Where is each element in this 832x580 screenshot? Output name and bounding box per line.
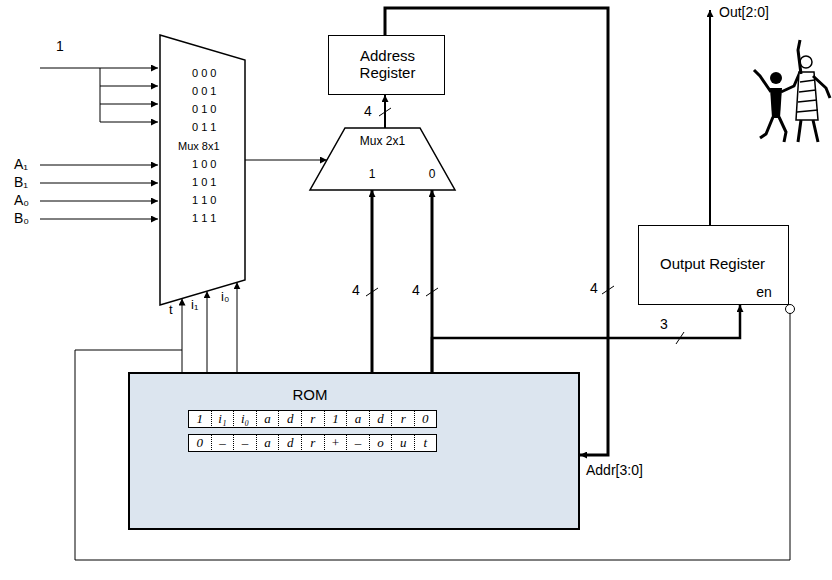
connector (371, 190, 374, 372)
bus-width: 4 (412, 282, 420, 298)
node-text: 1 0 0 (192, 158, 216, 171)
dancer-leg (760, 117, 773, 138)
input-wire (40, 201, 158, 202)
node-text: 1 (362, 168, 382, 182)
signal-name: Addr[3:0] (586, 462, 643, 478)
bus-width: 4 (590, 280, 598, 296)
node-text: Mux 2x1 (340, 135, 425, 149)
output-register: Output Register en (638, 225, 789, 305)
dancer-arm (813, 76, 830, 98)
bus-width: 4 (352, 282, 360, 298)
node-text: en (751, 284, 777, 300)
node-text: 0 (422, 168, 442, 182)
table-cell: d (278, 434, 301, 452)
mux-8x1: 0 0 0 0 0 1 0 1 0 0 1 1 Mux 8x1 1 0 0 1 0 1 1 1… (160, 35, 245, 305)
node-text: 1 0 1 (192, 176, 216, 189)
bus-width: 3 (660, 316, 668, 332)
table-cell: a (346, 410, 369, 428)
connector (207, 291, 208, 372)
mux-shape (310, 128, 455, 190)
signal-name: A₁ (14, 156, 28, 172)
connector (182, 299, 183, 372)
table-cell: 0 (188, 434, 211, 452)
table-cell: i₁ (211, 410, 234, 428)
table-cell: r (391, 410, 414, 428)
dancer-arm (798, 40, 801, 74)
dancer-arm (781, 72, 800, 92)
signal-name: t (169, 303, 173, 318)
table-cell: + (324, 434, 347, 452)
node-text: Output Register (643, 255, 782, 272)
output-wire (709, 10, 711, 225)
connector (432, 305, 740, 372)
dancer-head (800, 56, 812, 68)
table-cell: – (233, 434, 256, 452)
table-cell: – (211, 434, 234, 452)
bus-width: 4 (364, 103, 372, 119)
connector (75, 314, 790, 561)
address-register: Address Register (328, 35, 445, 95)
table-cell: d (369, 410, 392, 428)
dancer-arm (754, 70, 771, 92)
table-cell: a (256, 434, 279, 452)
node-text: 0 0 0 (192, 67, 216, 80)
table-cell: 0 (414, 410, 437, 428)
inverting-bubble (786, 305, 795, 314)
table-cell: – (346, 434, 369, 452)
table-cell: 1 (324, 410, 347, 428)
input-wires (40, 68, 158, 219)
table-cell: i₀ (233, 410, 256, 428)
signal-name: i₁ (191, 298, 198, 313)
dancer-leg (779, 117, 786, 142)
connector (384, 95, 386, 128)
node-text: 1 1 1 (192, 212, 216, 225)
node-text: Address Register (335, 47, 440, 82)
input-wire (40, 183, 158, 184)
input-wire (40, 68, 158, 69)
table-cell: a (256, 410, 279, 428)
connector (237, 282, 238, 372)
dancer-head (770, 72, 782, 84)
signal-name: i₀ (221, 290, 229, 305)
mux-shape (160, 35, 245, 305)
signal-name: A₀ (14, 192, 29, 208)
dancer-leg (798, 120, 818, 142)
node-text: 0 1 0 (192, 103, 216, 116)
signal-name: B₁ (14, 174, 28, 190)
node-text: 0 0 1 (192, 85, 216, 98)
input-branch (100, 68, 101, 122)
signal-name: 1 (56, 38, 64, 54)
table-cell: d (278, 410, 301, 428)
node-text: 0 1 1 (192, 121, 216, 134)
node-text: Mux 8x1 (178, 140, 220, 153)
input-wire (40, 219, 158, 220)
table-cell: o (369, 434, 392, 452)
table-cell: t (414, 434, 437, 452)
node-text: 1 1 0 (192, 194, 216, 207)
node-text: ROM (280, 386, 340, 403)
input-wire (100, 86, 158, 87)
dancer-stripes (797, 80, 818, 112)
rom-block: ROM1i₁i₀adr1adr00––adr+–out (128, 372, 580, 530)
mux-2x1: Mux 2x1 1 0 (310, 128, 455, 190)
signal-name: B₀ (14, 210, 29, 226)
table-cell: r (301, 434, 324, 452)
table-cell: u (391, 434, 414, 452)
table-cell: 1 (188, 410, 211, 428)
signal-name: Out[2:0] (719, 4, 769, 20)
table-cell: r (301, 410, 324, 428)
dancers-illustration (754, 40, 830, 142)
input-wire (100, 104, 158, 105)
dancer-body (770, 88, 782, 118)
input-wire (40, 165, 158, 166)
connector (245, 160, 327, 161)
input-wire (100, 122, 158, 123)
